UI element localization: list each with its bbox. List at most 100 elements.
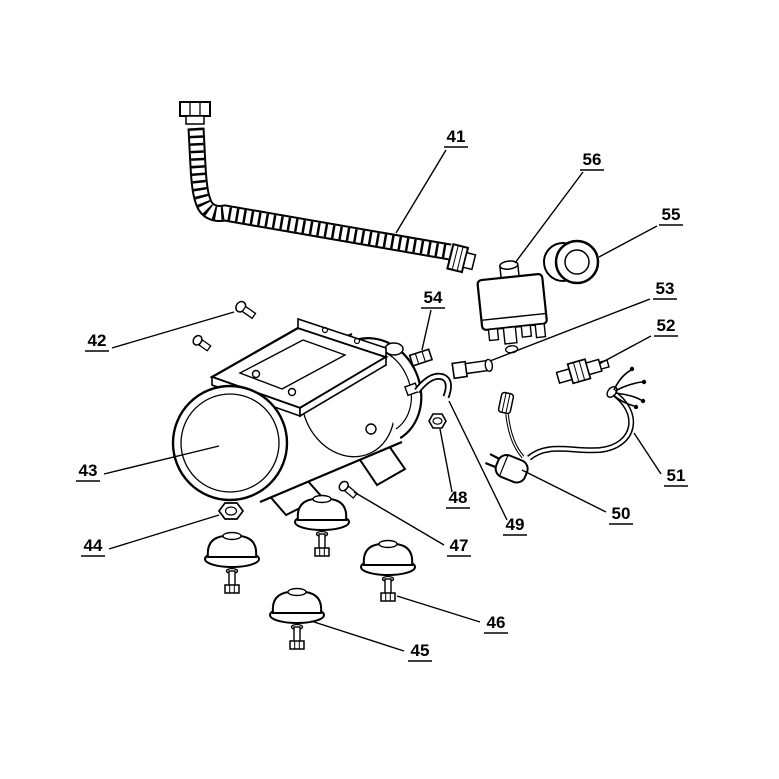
wire-strand <box>614 392 642 401</box>
plug-drawing <box>484 453 529 484</box>
leader-line-50 <box>521 469 607 513</box>
leader-line-51 <box>633 432 662 475</box>
plate-screw <box>192 334 212 352</box>
rubber-foot-drawing <box>294 494 350 557</box>
leader-line-49 <box>448 400 508 521</box>
gauge-cap-drawing <box>543 239 600 285</box>
mounting-plate-back-flange <box>297 317 387 359</box>
leader-line-52 <box>598 335 652 365</box>
switch-port <box>502 326 518 345</box>
foot-top <box>312 494 332 504</box>
cord-to-plug-fill <box>506 413 524 458</box>
switch-port <box>487 327 500 342</box>
part-label-44: 44 <box>84 536 103 555</box>
elbow-fitting-drawing <box>451 358 494 380</box>
drain-plug <box>365 423 377 435</box>
part-label-47: 47 <box>450 536 469 555</box>
foot-top <box>378 539 398 549</box>
motor-bracket-outline <box>238 339 347 390</box>
nipple-fitting-drawing <box>408 348 434 367</box>
tank-front-cap-inner-ring <box>180 393 280 493</box>
leg-nut-drawing <box>217 502 245 520</box>
rubber-foot-drawing <box>360 539 416 602</box>
leader-line-44 <box>108 514 220 550</box>
wire-strand-tip <box>633 404 639 410</box>
hex-facet-line <box>414 353 420 365</box>
flange-hole <box>321 326 329 334</box>
leader-line-41 <box>395 149 447 234</box>
leader-line-42 <box>111 311 235 349</box>
plate-screw <box>235 300 257 320</box>
foot-screw-drawing <box>338 480 359 499</box>
part-label-41: 41 <box>447 127 466 146</box>
part-label-54: 54 <box>424 288 443 307</box>
strain-relief-rib <box>501 392 507 413</box>
strain-relief-body <box>497 391 515 415</box>
pressure-switch-drawing <box>476 260 548 354</box>
plate-bolt-hole <box>287 387 297 397</box>
tank-front-cap <box>171 384 289 502</box>
part-label-43: 43 <box>79 461 98 480</box>
cord-fill <box>528 390 633 460</box>
bolt-shaft <box>228 570 236 587</box>
part-label-56: 56 <box>583 150 602 169</box>
tank-assembly-drawing <box>171 317 423 517</box>
outlet-pipe-fill <box>415 374 451 398</box>
power-cord-drawing <box>497 366 647 461</box>
wire-strand-tip <box>641 379 647 385</box>
elbow-tube <box>464 359 489 375</box>
leader-line-46 <box>396 595 481 623</box>
pipe-nut-drawing <box>428 413 447 429</box>
bolt-head <box>224 584 240 594</box>
leader-line-48 <box>439 428 453 493</box>
part-label-55: 55 <box>662 205 681 224</box>
hose-collar <box>185 115 205 125</box>
wire-strand <box>613 369 632 391</box>
part-label-42: 42 <box>88 331 107 350</box>
hose-end-fitting <box>446 242 477 274</box>
screw-shaft <box>198 339 212 352</box>
part-label-51: 51 <box>667 466 686 485</box>
foot-top <box>287 587 307 597</box>
strain-relief-rib <box>505 393 511 414</box>
plate-bolt-hole <box>251 369 261 379</box>
plate-screws-drawing <box>192 300 257 352</box>
plug-prong <box>484 461 497 469</box>
foot-top <box>222 531 242 541</box>
switch-body <box>476 273 548 331</box>
leader-line-55 <box>598 225 658 258</box>
bolt-shaft <box>293 626 301 643</box>
hex-nut <box>217 502 245 520</box>
wire-strand <box>614 381 643 392</box>
hex-nut <box>428 413 447 429</box>
strain-relief <box>497 391 515 415</box>
outlet-pipe-drawing <box>414 372 452 399</box>
leader-line-47 <box>353 491 445 546</box>
bolt-head <box>380 592 396 602</box>
gauge-inner-ring <box>564 249 590 275</box>
wire-strand-tip <box>640 398 646 404</box>
switch-cap-top <box>499 260 519 270</box>
screw-shaft <box>343 485 359 499</box>
hex-facet-line <box>456 246 464 272</box>
cord-to-plug-outline <box>505 413 525 459</box>
cord-outline <box>527 389 635 461</box>
leader-line-43 <box>103 445 220 475</box>
part-label-45: 45 <box>411 641 430 660</box>
wire-strand <box>612 394 635 407</box>
screw-shaft <box>241 305 257 320</box>
bolt-head <box>314 547 330 557</box>
hex-facet-line <box>578 360 586 381</box>
breather-cap <box>384 342 404 356</box>
nipple-body <box>408 348 434 367</box>
hose-top-hex-fitting <box>179 101 211 117</box>
plug-body <box>494 453 529 484</box>
switch-base-seam <box>482 312 546 321</box>
leader-line-53 <box>489 298 651 362</box>
leader-line-45 <box>310 620 405 652</box>
hex-facet-line <box>451 245 459 270</box>
flange-hole <box>353 337 361 345</box>
hose-tube-fill <box>189 127 452 259</box>
